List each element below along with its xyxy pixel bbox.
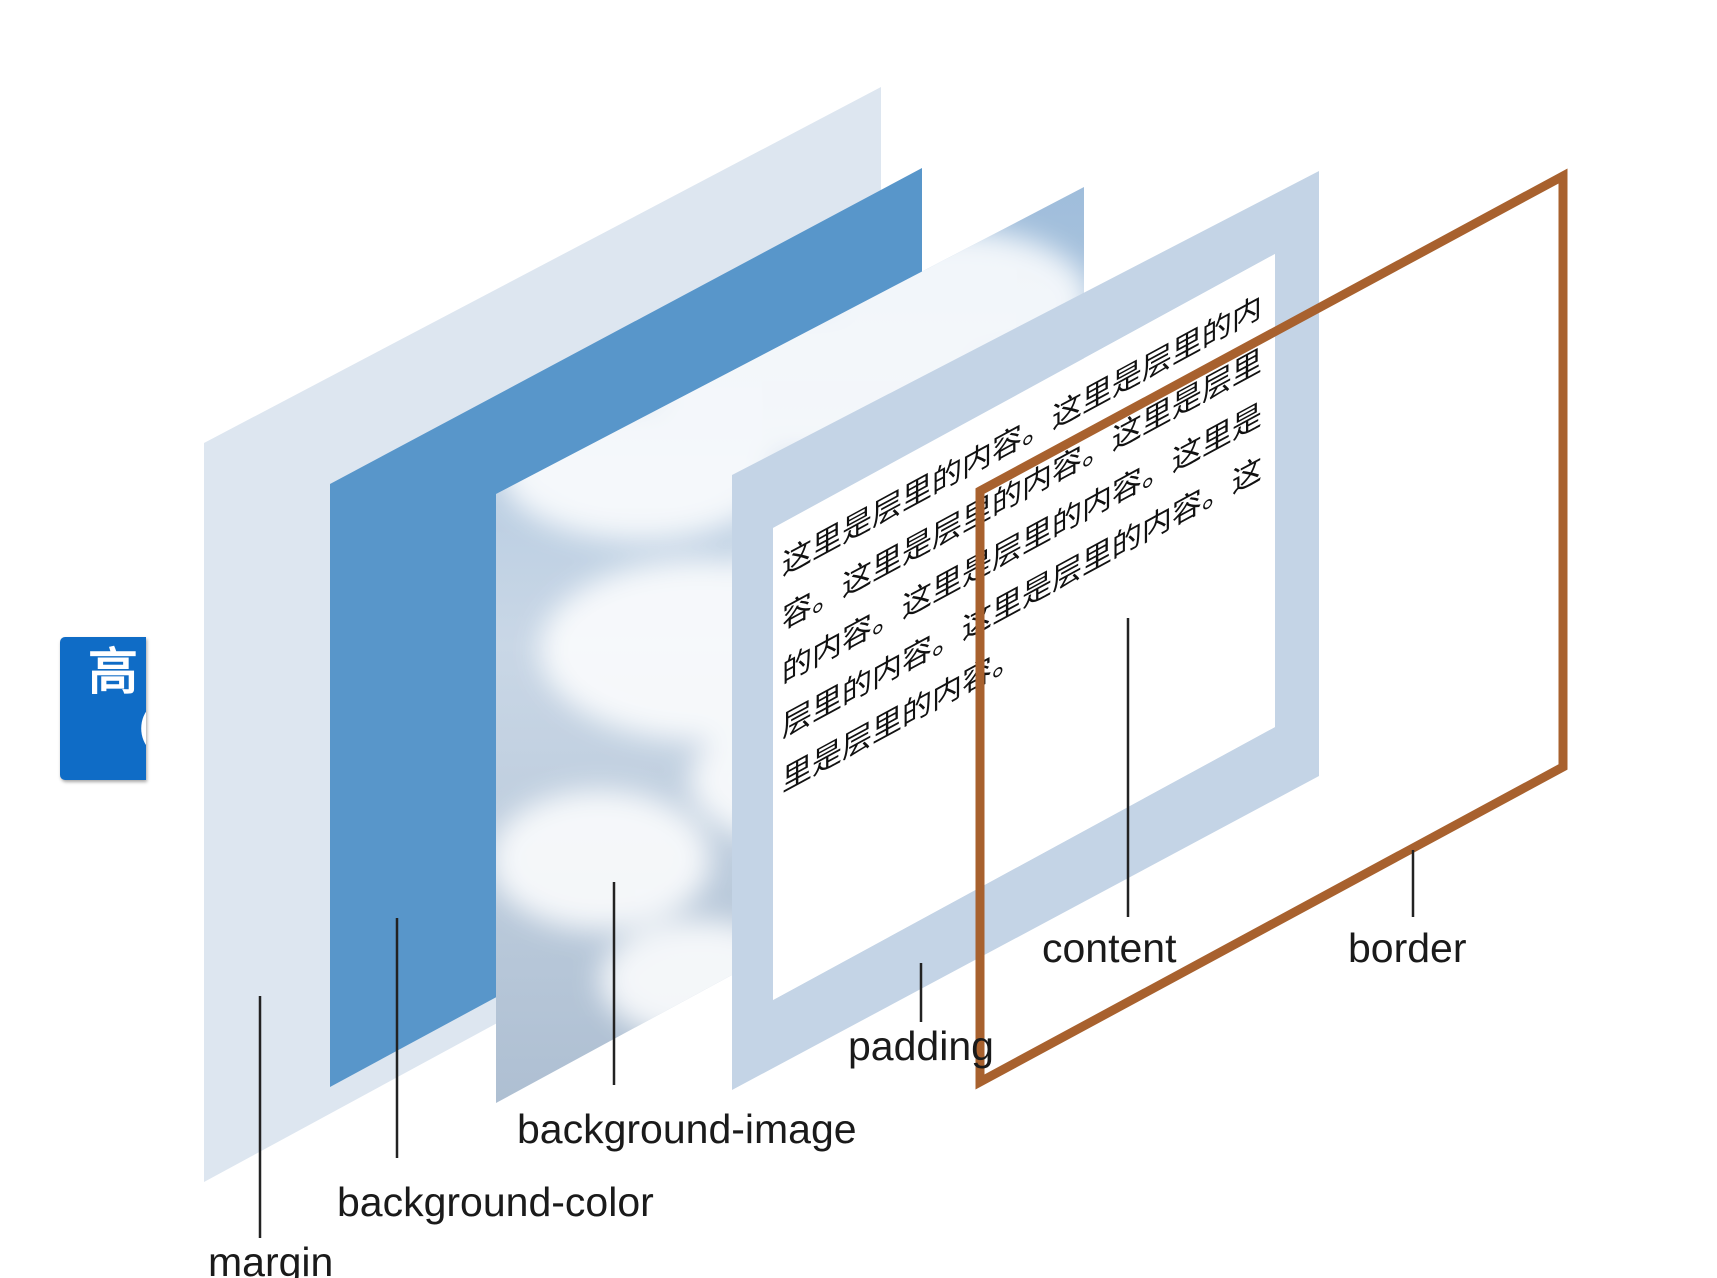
content-label: content	[1042, 925, 1177, 971]
border-layer	[975, 168, 1568, 1090]
background-color-label: background-color	[337, 1179, 654, 1225]
border-label: border	[1348, 925, 1467, 971]
side-tab-line-1: 高	[88, 643, 138, 701]
margin-label: margin	[208, 1239, 333, 1278]
background-image-label: background-image	[517, 1106, 857, 1152]
side-tab[interactable]: 高 （	[60, 637, 146, 780]
padding-label: padding	[848, 1023, 994, 1069]
padding-layer	[732, 171, 1319, 1090]
content-layer	[773, 254, 1275, 1000]
side-tab-line-2: （	[110, 707, 146, 753]
